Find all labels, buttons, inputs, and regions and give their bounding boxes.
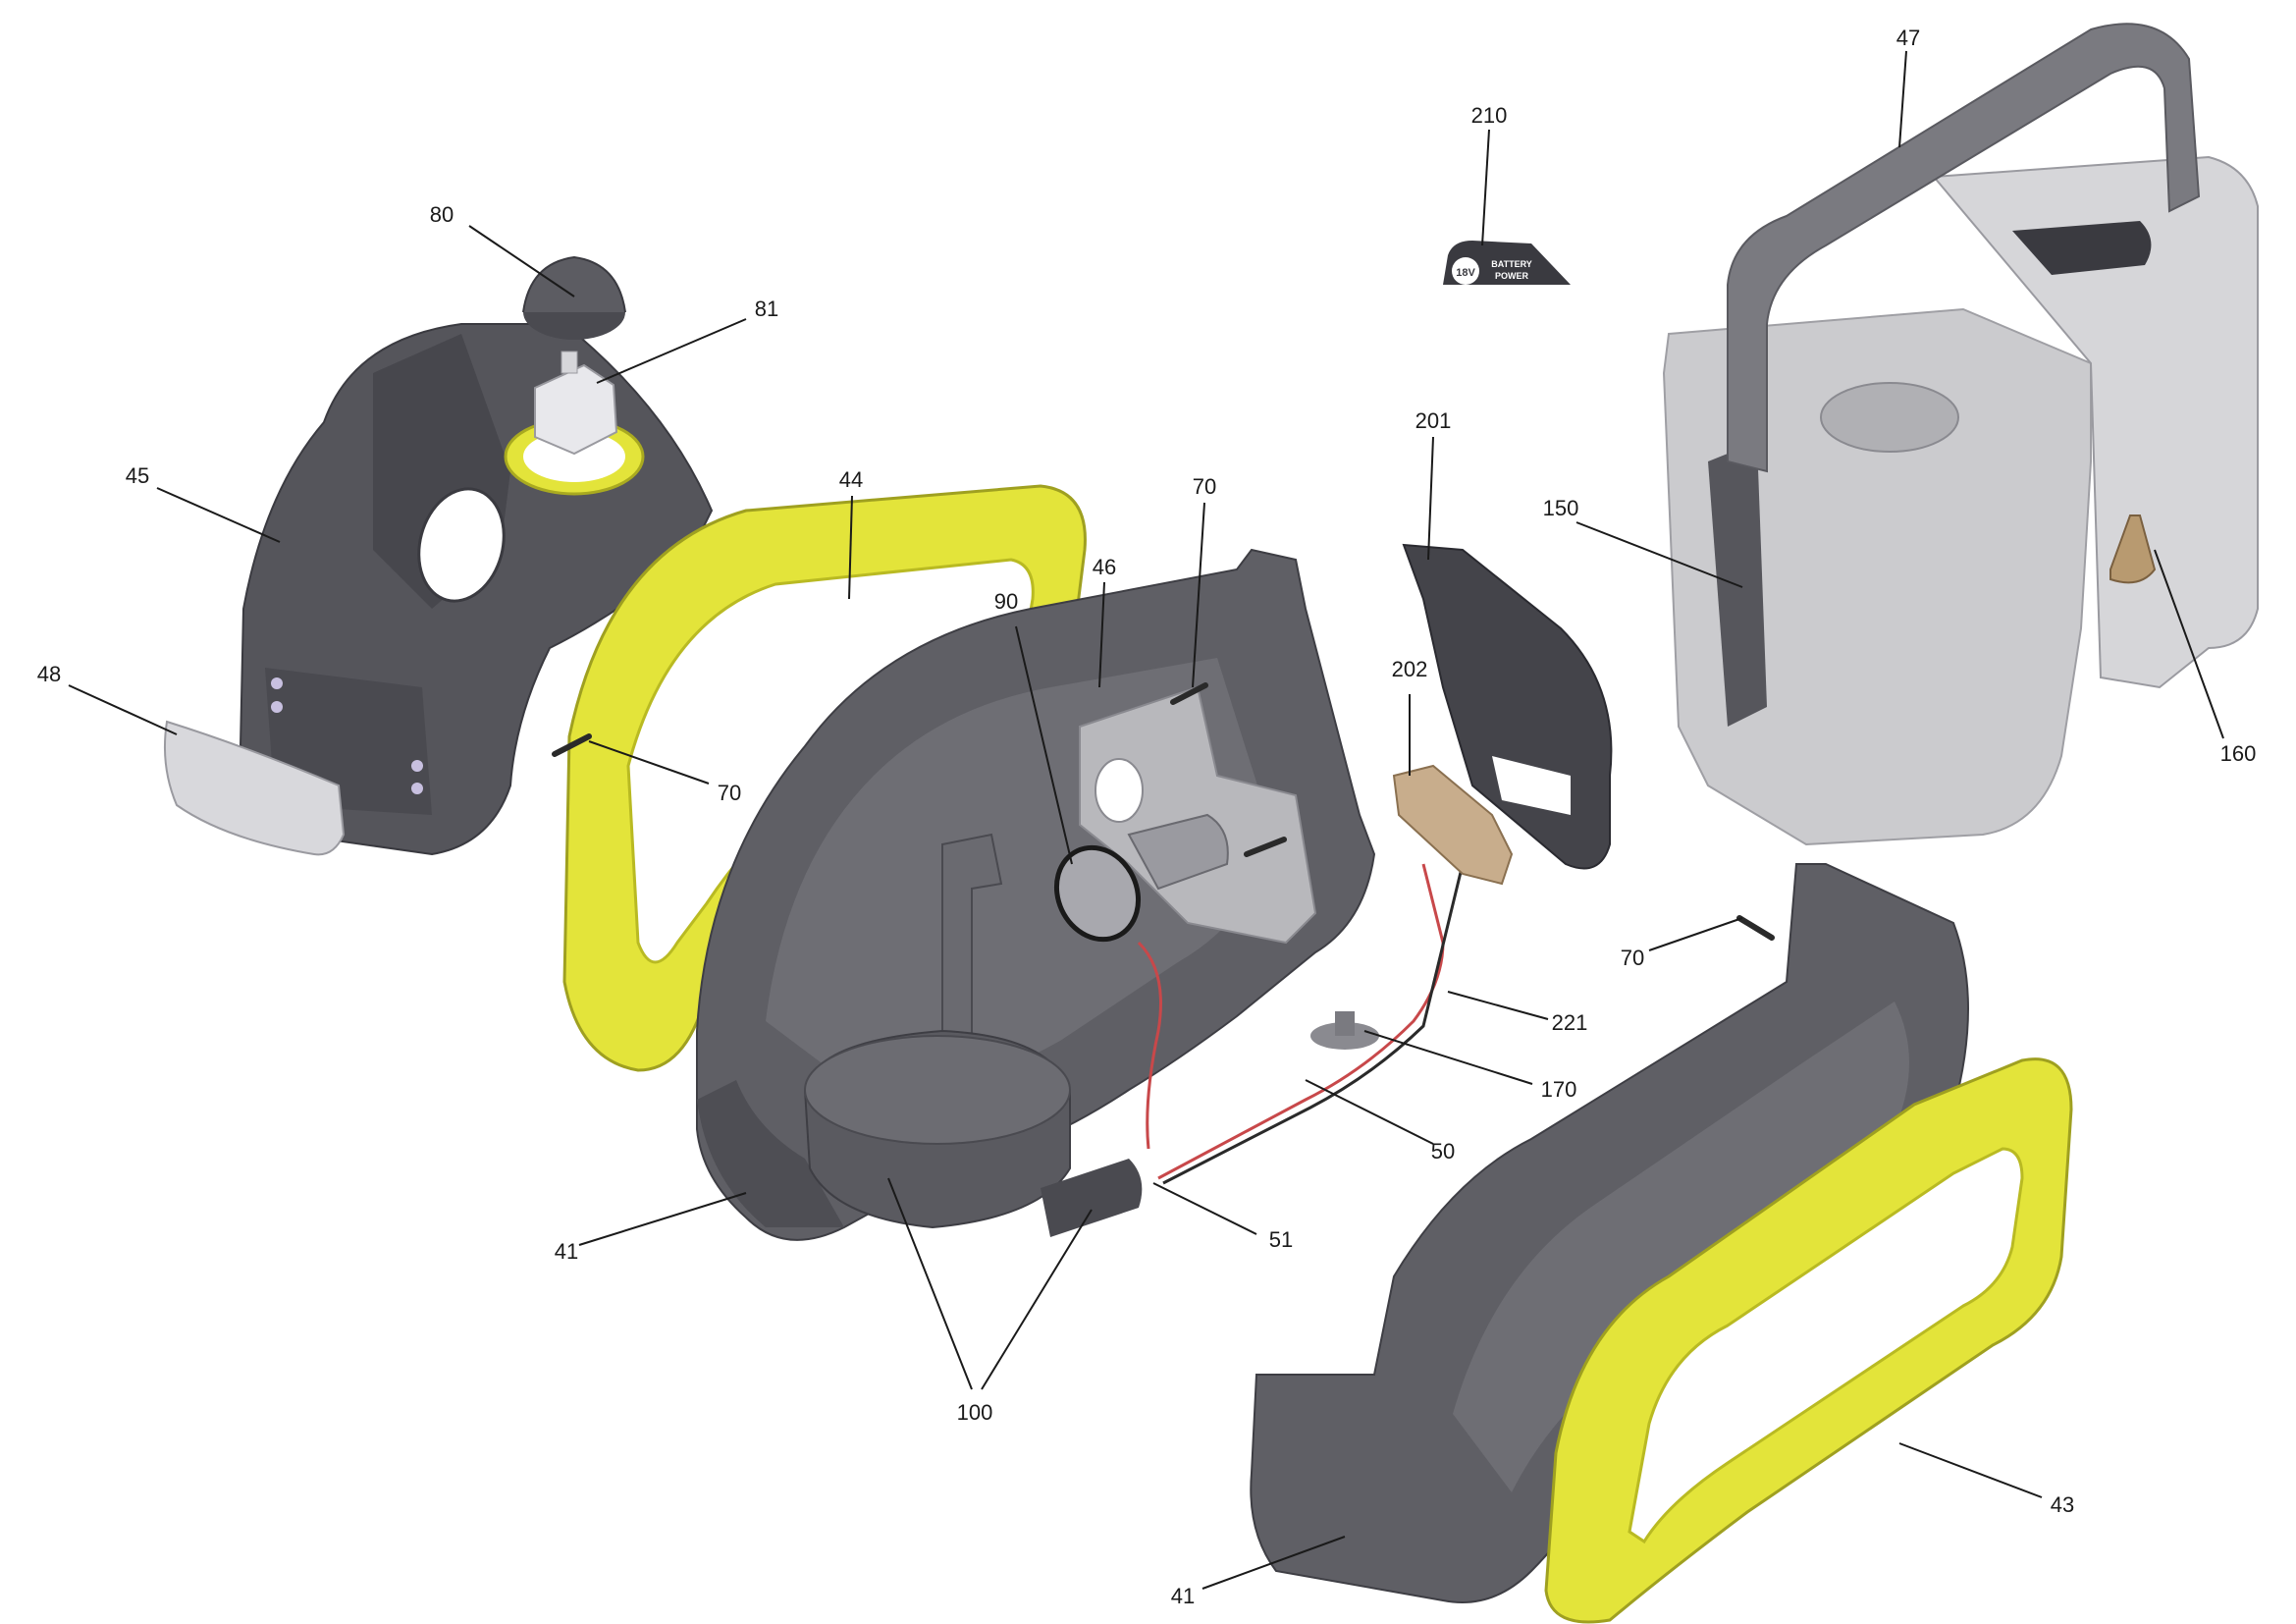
badge-line1-text: BATTERY — [1491, 259, 1532, 269]
badge-line2-text: POWER — [1495, 271, 1529, 281]
part-210-battery-badge: 18V BATTERY POWER — [1443, 241, 1571, 285]
part-100-pump — [803, 833, 1143, 1237]
part-46-mounting-plate — [1079, 685, 1317, 945]
callout-100: 100 — [957, 1400, 993, 1425]
callout-47: 47 — [1896, 26, 1920, 50]
callout-50: 50 — [1431, 1139, 1455, 1164]
part-201-grille — [1402, 543, 1613, 870]
callout-81: 81 — [755, 297, 778, 321]
callout-labels: 47 210 80 81 45 44 70 46 90 70 201 150 1… — [37, 26, 2257, 1608]
callout-221: 221 — [1552, 1010, 1588, 1035]
part-48-lens — [163, 720, 346, 856]
part-150-water-tank — [1662, 155, 2259, 846]
callout-210: 210 — [1471, 103, 1508, 128]
part-81-switch — [534, 351, 618, 456]
callout-41-lower: 41 — [1171, 1584, 1195, 1608]
callout-70-top: 70 — [1193, 474, 1216, 499]
callout-41-upper: 41 — [555, 1239, 578, 1264]
part-170-valve — [1310, 1011, 1379, 1050]
wiring — [1137, 863, 1465, 1185]
part-160-valve — [2109, 514, 2157, 584]
callout-150: 150 — [1543, 496, 1579, 520]
leader-lines — [68, 50, 2224, 1590]
part-47-handle — [1727, 23, 2201, 473]
part-80-knob — [522, 255, 626, 340]
callout-43: 43 — [2051, 1492, 2074, 1517]
callout-201: 201 — [1415, 408, 1452, 433]
callout-45: 45 — [126, 463, 149, 488]
callout-170: 170 — [1541, 1077, 1577, 1102]
callout-70-left: 70 — [718, 781, 741, 805]
part-45-top-cover — [239, 323, 714, 856]
badge-voltage-text: 18V — [1456, 267, 1475, 279]
callout-44: 44 — [839, 467, 863, 492]
part-202-connector — [1392, 764, 1514, 886]
callout-90: 90 — [994, 589, 1018, 614]
callout-46: 46 — [1093, 555, 1116, 579]
part-70-pins — [552, 682, 1775, 941]
callout-48: 48 — [37, 662, 61, 686]
part-43-yellow-frame — [1544, 1057, 2073, 1624]
callout-80: 80 — [430, 202, 454, 227]
callout-202: 202 — [1392, 657, 1428, 681]
callout-51: 51 — [1269, 1227, 1293, 1252]
part-90-gasket — [1053, 813, 1229, 943]
callout-160: 160 — [2220, 741, 2257, 766]
callout-70-right: 70 — [1621, 946, 1644, 970]
